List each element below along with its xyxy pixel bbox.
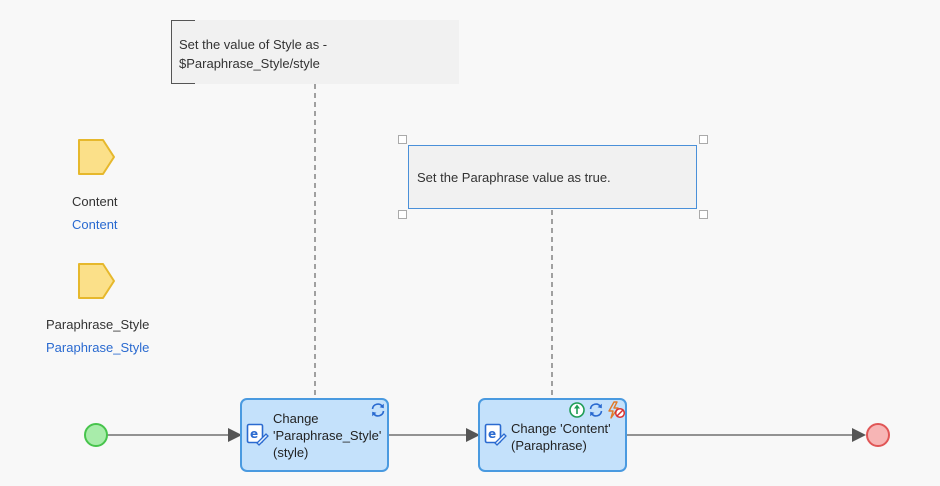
activity-badges xyxy=(568,401,626,419)
flow-arrowhead xyxy=(852,428,866,442)
annotation-paraphrase[interactable]: Set the Paraphrase value as true. xyxy=(408,145,697,209)
parameter-name: Content xyxy=(72,194,118,209)
parameter-icon xyxy=(78,139,115,175)
change-paraphrase-style-activity[interactable]: e Change 'Paraphrase_Style' (style) xyxy=(240,398,389,472)
start-event[interactable] xyxy=(84,423,108,447)
activity-caption-line: (style) xyxy=(273,445,309,460)
refresh-icon xyxy=(589,403,603,417)
resize-handle-bottom-right[interactable] xyxy=(699,210,708,219)
change-content-activity[interactable]: e Change 'Content' (Paraphrase) xyxy=(478,398,627,472)
activity-caption: Change 'Content' (Paraphrase) xyxy=(511,420,611,454)
change-object-icon: e xyxy=(246,423,269,446)
parameter-content[interactable]: Content Content xyxy=(40,138,150,238)
annotation-text-line2: $Paraphrase_Style/style xyxy=(179,56,320,71)
flow-arrowhead xyxy=(466,428,480,442)
parameter-type[interactable]: Paraphrase_Style xyxy=(46,340,150,355)
activity-caption: Change 'Paraphrase_Style' (style) xyxy=(273,410,381,461)
resize-handle-top-left[interactable] xyxy=(398,135,407,144)
activity-caption-line: (Paraphrase) xyxy=(511,438,587,453)
activity-caption-line: Change 'Content' xyxy=(511,421,611,436)
parameter-paraphrase-style[interactable]: Paraphrase_Style Paraphrase_Style xyxy=(40,262,160,362)
change-object-icon: e xyxy=(484,423,507,446)
activity-caption-line: Change xyxy=(273,411,319,426)
parameter-icon xyxy=(78,263,115,299)
activity-caption-line: 'Paraphrase_Style' xyxy=(273,428,382,443)
resize-handle-top-right[interactable] xyxy=(699,135,708,144)
svg-text:e: e xyxy=(488,427,496,441)
parameter-name: Paraphrase_Style xyxy=(46,317,150,332)
annotation-text-line1: Set the value of Style as - xyxy=(179,37,328,52)
annotation-text: Set the Paraphrase value as true. xyxy=(417,169,611,185)
commit-icon xyxy=(569,402,585,418)
resize-handle-bottom-left[interactable] xyxy=(398,210,407,219)
no-events-icon xyxy=(608,401,626,419)
annotation-style[interactable]: Set the value of Style as - $Paraphrase_… xyxy=(171,20,459,84)
annotation-bracket xyxy=(171,20,195,84)
activity-badges xyxy=(369,401,387,419)
end-event[interactable] xyxy=(866,423,890,447)
parameter-type[interactable]: Content xyxy=(72,217,118,232)
refresh-icon xyxy=(371,403,385,417)
svg-text:e: e xyxy=(250,427,258,441)
flow-arrowhead xyxy=(228,428,242,442)
